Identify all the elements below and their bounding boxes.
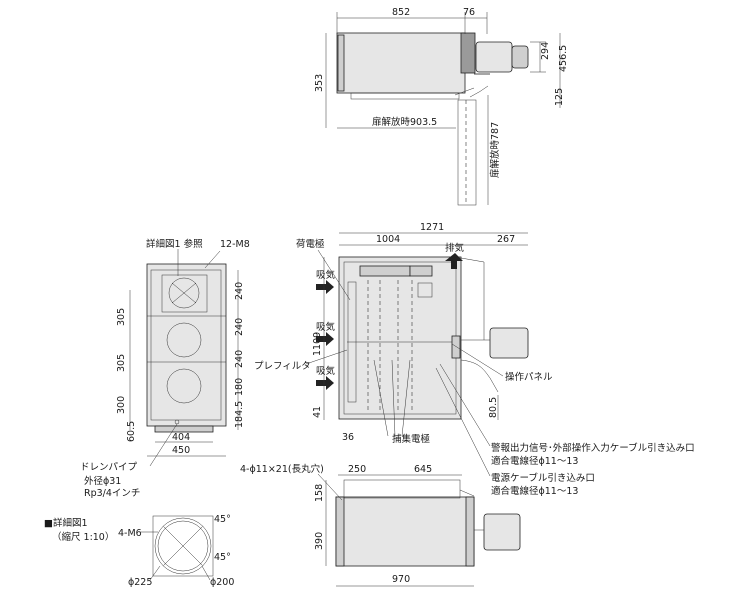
power-wire-label: 適合電線径ϕ11～13 — [491, 485, 578, 497]
bolt-label: 12-M8 — [220, 239, 250, 250]
dim-970: 970 — [392, 574, 410, 585]
drain-label: ドレンパイプ — [80, 462, 138, 473]
collector-label: 捕集電極 — [392, 433, 431, 445]
dim-294: 294 — [540, 42, 551, 60]
dim-60-5: 60.5 — [126, 421, 137, 442]
dim-240-c: 240 — [234, 350, 245, 368]
door-open-vertical: 扉解放時787 — [489, 122, 501, 178]
dim-404: 404 — [172, 432, 190, 443]
door-open-horizontal: 扉解放時903.5 — [372, 116, 437, 128]
intake-arrow-3 — [316, 376, 334, 390]
detail-1: ■詳細図1 （縮尺 1:10） 4-M6 45° 45° ϕ225 ϕ200 — [44, 514, 234, 588]
dim-125: 125 — [554, 88, 565, 106]
dim-184-5: 184.5 — [234, 401, 245, 428]
dim-390: 390 — [314, 532, 325, 550]
exhaust-label: 排気 — [445, 242, 465, 254]
lifting-label: 荷電極 — [296, 238, 325, 250]
detail-ref-label: 詳細図1 参照 — [146, 238, 203, 250]
dim-76: 76 — [463, 7, 475, 18]
power-label: 電源ケーブル引き込み口 — [491, 472, 595, 484]
dim-1271: 1271 — [420, 222, 444, 233]
detail-scale: （縮尺 1:10） — [52, 531, 114, 543]
dim-300: 300 — [116, 396, 127, 414]
dim-267: 267 — [497, 234, 515, 245]
dim-353: 353 — [314, 74, 325, 92]
dim-456-5: 456.5 — [558, 45, 569, 72]
dim-158: 158 — [314, 484, 325, 502]
dim-240-b: 240 — [234, 318, 245, 336]
front-view: 吸気 吸気 吸気 排気 荷電極 プレフィルタ 操作パネル 捕集電極 警報出力信号… — [254, 222, 695, 497]
intake-arrow-1 — [316, 280, 334, 294]
holes-label: 4-ϕ11×21(長丸穴) — [240, 463, 324, 475]
dim-1004: 1004 — [376, 234, 400, 245]
dim-450: 450 — [172, 445, 190, 456]
detail-title: ■詳細図1 — [44, 517, 88, 529]
dim-852: 852 — [392, 7, 410, 18]
top-outlet-square — [161, 274, 208, 313]
dim-41: 41 — [312, 406, 323, 418]
phi-225: ϕ225 — [128, 577, 152, 588]
signal-label: 警報出力信号･外部操作入力ケーブル引き込み口 — [491, 442, 695, 454]
panel-label: 操作パネル — [505, 371, 553, 383]
side-view: 詳細図1 参照 12-M8 305 305 300 60.5 240 240 2… — [80, 238, 250, 499]
dim-250: 250 — [348, 464, 366, 475]
dim-240-a: 240 — [234, 282, 245, 300]
intake-label-3: 吸気 — [316, 365, 336, 377]
dim-305-b: 305 — [116, 354, 127, 372]
prefilter-label: プレフィルタ — [254, 361, 311, 372]
phi-200: ϕ200 — [210, 577, 234, 588]
dim-305-a: 305 — [116, 308, 127, 326]
drain-od-label: 外径ϕ31 — [84, 475, 121, 487]
dim-180: 180 — [234, 378, 245, 396]
angle-45-a: 45° — [214, 514, 231, 525]
dim-1109: 1109 — [312, 332, 323, 356]
dim-36: 36 — [342, 432, 354, 443]
bottom-view: 4-ϕ11×21(長丸穴) 250 645 158 390 970 — [240, 463, 521, 587]
intake-label-2: 吸気 — [316, 321, 336, 333]
m6-label: 4-M6 — [118, 528, 142, 539]
intake-label-1: 吸気 — [316, 269, 336, 281]
exhaust-arrow — [445, 253, 463, 269]
intake-arrow-2 — [316, 332, 334, 346]
top-view: 852 76 294 456.5 125 353 扉解放時903.5 扉解放時7… — [314, 7, 569, 206]
signal-wire-label: 適合電線径ϕ11～13 — [491, 455, 578, 467]
dim-645: 645 — [414, 464, 432, 475]
dim-80-5: 80.5 — [488, 397, 499, 418]
angle-45-b: 45° — [214, 552, 231, 563]
drain-rp-label: Rp3/4インチ — [84, 488, 140, 499]
